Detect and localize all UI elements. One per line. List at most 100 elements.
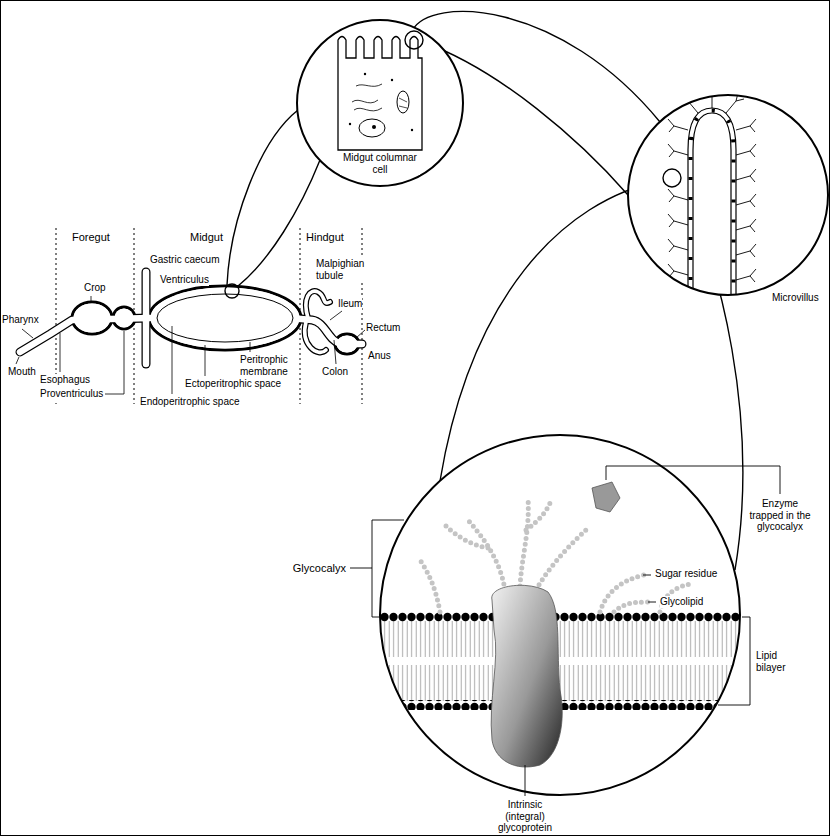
part-label: Glycolipid xyxy=(660,596,703,608)
part-label: Proventriculus xyxy=(40,388,103,400)
gut-lumen xyxy=(305,322,326,352)
leader-line xyxy=(22,329,33,338)
leader-line xyxy=(105,331,124,394)
microvillus-inset xyxy=(668,214,688,227)
part-label: Ventriculus xyxy=(160,274,209,286)
microvillus-inset xyxy=(736,119,756,132)
microvillus-inset xyxy=(680,93,698,113)
microvillus-inset xyxy=(663,169,681,187)
membrane-inset xyxy=(380,435,740,795)
part-label: Midgut columnar cell xyxy=(340,152,420,175)
gut-outline xyxy=(20,272,362,364)
leader-line xyxy=(60,333,61,372)
part-label: Esophagus xyxy=(40,374,90,386)
part-label: Microvillus xyxy=(772,292,819,304)
membrane-inset xyxy=(420,560,440,612)
microvillus-inset xyxy=(628,88,828,300)
part-label: Midgut xyxy=(190,231,223,244)
part-label: Rectum xyxy=(366,322,400,334)
leader-line xyxy=(91,296,92,301)
gut-lumen xyxy=(337,336,358,353)
microvillus-inset xyxy=(668,239,688,252)
membrane-inset xyxy=(380,612,740,622)
cell-inset xyxy=(411,129,413,131)
gut-outline xyxy=(20,272,362,364)
leader-line xyxy=(16,357,19,364)
cell-inset xyxy=(338,37,422,151)
membrane-inset xyxy=(491,585,562,767)
microvillus-inset xyxy=(736,194,756,207)
gut-lumen xyxy=(143,272,150,364)
membrane-inset xyxy=(592,482,620,512)
gut-outline xyxy=(113,307,135,329)
microvillus-inset xyxy=(736,219,756,232)
gut-lumen xyxy=(20,272,362,364)
membrane-inset xyxy=(520,498,528,586)
part-label: Ileum xyxy=(338,298,362,310)
peritrophic-membrane xyxy=(157,294,293,342)
zoom-line xyxy=(238,160,320,286)
gut-lumen xyxy=(74,304,111,333)
cell-inset xyxy=(297,20,463,186)
bracket-line xyxy=(606,466,780,494)
part-label: Intrinsic (integral) glycoprotein xyxy=(494,799,556,834)
membrane-inset xyxy=(614,602,648,612)
gut-outline xyxy=(335,334,359,354)
gut-outline xyxy=(306,291,330,318)
zoom-line xyxy=(227,110,298,285)
cell-inset xyxy=(359,119,385,137)
part-label: Foregut xyxy=(72,231,110,244)
leader-line xyxy=(330,311,342,320)
leader-line xyxy=(250,342,251,352)
membrane-inset xyxy=(445,525,488,548)
gut-outline xyxy=(72,302,112,334)
microvillus-inset xyxy=(693,113,731,300)
microvillus-inset xyxy=(736,244,756,257)
part-label: Hindgut xyxy=(306,231,344,244)
membrane-inset xyxy=(468,520,505,590)
gut-lumen xyxy=(306,291,330,318)
cell-inset xyxy=(338,37,422,151)
gut-lumen xyxy=(305,291,330,352)
gut-outline xyxy=(142,272,151,364)
microvillus-inset xyxy=(691,111,734,301)
part-label: Enzyme trapped in the glycocalyx xyxy=(746,498,814,533)
bracket-line xyxy=(648,602,656,603)
bracket-line xyxy=(718,617,750,705)
part-label: Pharynx xyxy=(2,314,39,326)
microvillus-inset xyxy=(736,169,756,182)
membrane-inset xyxy=(380,435,740,795)
gut-lumen xyxy=(115,309,134,328)
cell-inset xyxy=(352,84,382,111)
gut-lumen xyxy=(74,288,358,353)
part-label: Colon xyxy=(322,366,348,378)
leader-line xyxy=(16,296,365,394)
part-label: Peritrophic membrane xyxy=(240,354,296,377)
membrane-inset xyxy=(380,435,740,795)
cell-inset xyxy=(297,20,463,186)
microvillus-inset xyxy=(668,264,688,277)
membrane-inset xyxy=(526,498,552,530)
cell-inset xyxy=(399,98,407,108)
part-label: Sugar residue xyxy=(655,568,717,580)
cell-inset xyxy=(349,123,351,125)
microvillus-inset xyxy=(668,88,756,300)
bracket-line xyxy=(350,466,780,796)
leader-line xyxy=(205,345,206,376)
leader-line xyxy=(334,340,336,364)
cell-inset xyxy=(364,73,366,75)
bracket-line xyxy=(643,575,651,576)
gut-lumen xyxy=(20,272,362,364)
microvillus-inset xyxy=(668,189,688,202)
microvillus-inset xyxy=(668,88,756,282)
section-divider xyxy=(56,228,362,404)
microvillus-inset xyxy=(736,144,756,157)
cell-inset xyxy=(372,125,376,129)
part-label: Glycocalyx xyxy=(293,562,346,575)
cell-inset xyxy=(397,91,409,113)
microvillus-inset xyxy=(668,144,688,157)
bracket-line xyxy=(525,765,526,796)
microvillus-inset xyxy=(688,108,736,300)
